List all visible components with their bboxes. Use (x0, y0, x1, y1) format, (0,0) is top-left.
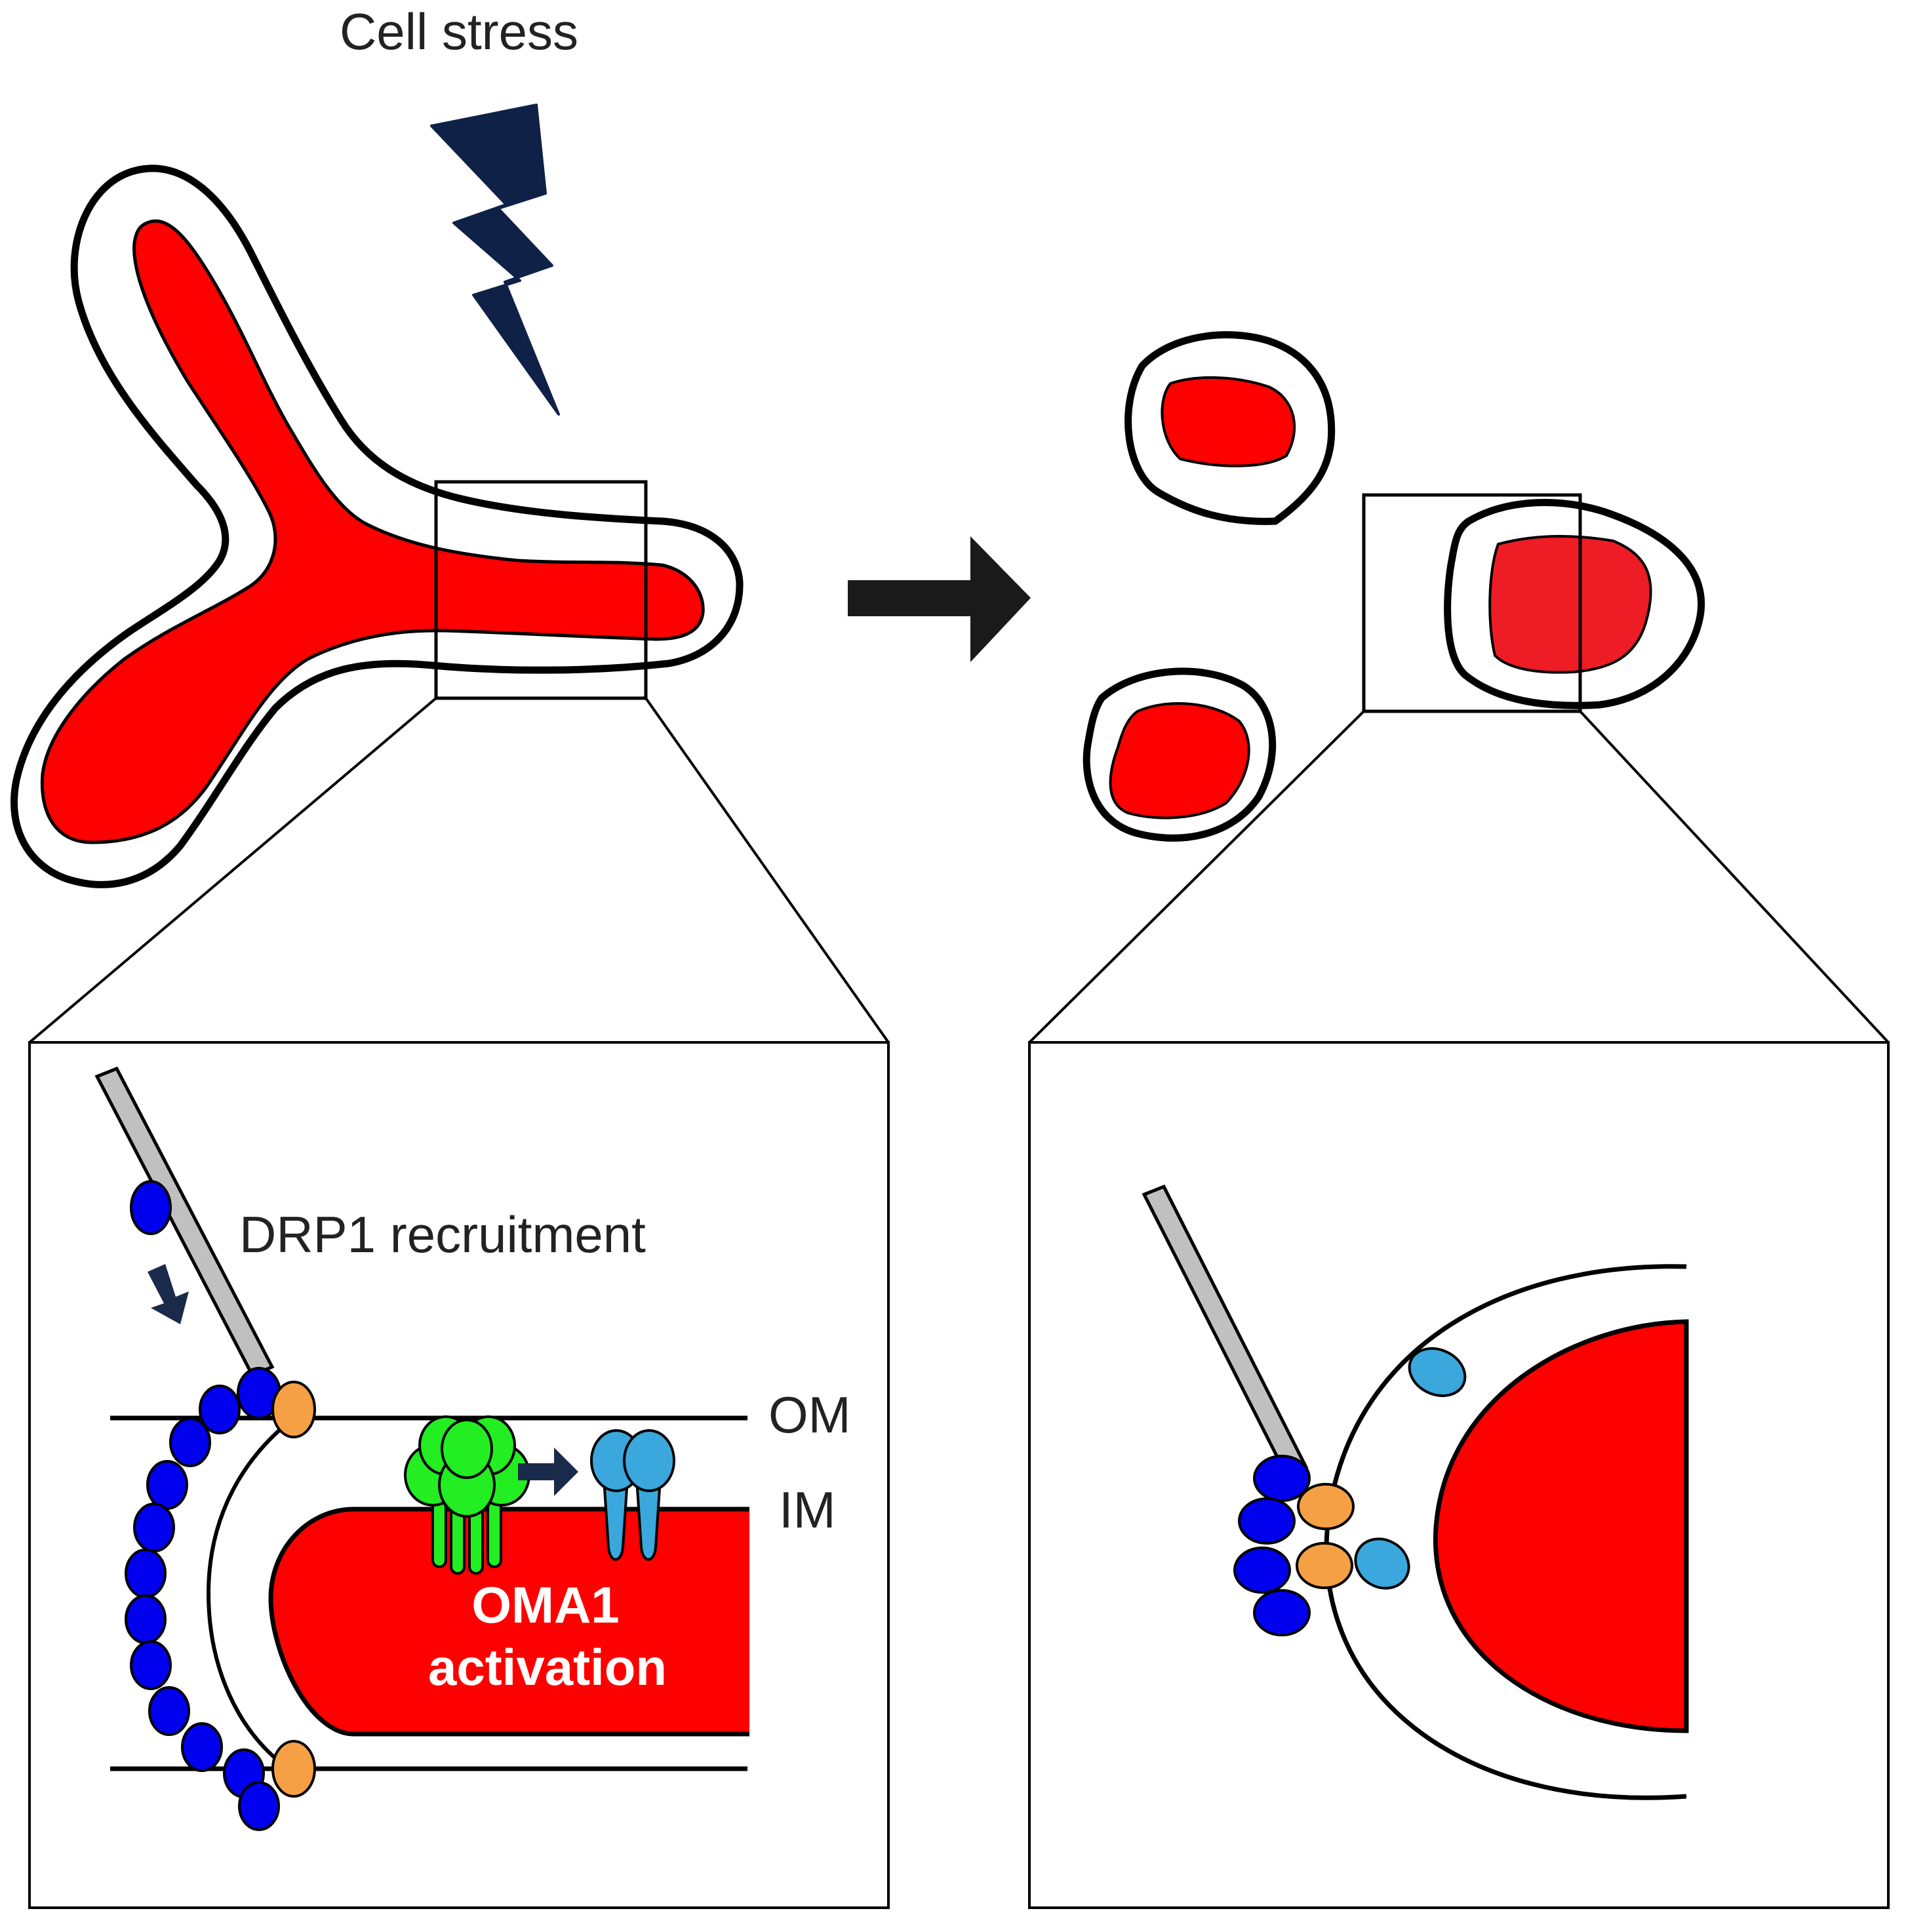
oma1-activation-label-line1: OMA1 (471, 1576, 619, 1634)
drp1-oligomer-unit (146, 1460, 188, 1510)
fragment-2-matrix (1109, 702, 1250, 819)
zoom-line-right-b (1579, 710, 1890, 1044)
oma1-cleaved-free (1354, 1537, 1410, 1590)
drp1-oligomer-unit (130, 1640, 172, 1690)
drp1-oligomer-unit (199, 1385, 241, 1434)
im-label: IM (779, 1481, 836, 1539)
drp1-cluster-unit (1253, 1455, 1311, 1502)
drp1-oligomer-unit (133, 1503, 175, 1552)
right-arrow-icon (848, 536, 1031, 662)
oma1-cleaved-free (1408, 1347, 1467, 1397)
zoom-line-right-a (1028, 710, 1365, 1044)
drp1-recruitment-label: DRP1 recruitment (239, 1206, 646, 1263)
drp1-cluster-unit (1238, 1497, 1296, 1545)
zoom-region-right (1362, 493, 1582, 713)
drp1-oligomer-unit (125, 1594, 167, 1644)
fragment-matrix-half (1433, 1319, 1689, 1733)
fragment-1-matrix (1161, 376, 1296, 467)
oma1-inactive-complex (404, 1415, 530, 1575)
detail-panel-left: DRP1 recruitment OM IM OMA1 activation (28, 1041, 890, 1909)
fragment-3-matrix (1488, 535, 1652, 674)
recruitment-arrow-icon (148, 1264, 189, 1324)
om-label: OM (768, 1386, 851, 1444)
oma1-active-pair (590, 1429, 675, 1561)
membrane-constriction-arc (206, 1416, 295, 1771)
activation-arrow-icon (518, 1448, 578, 1496)
adaptor-orange (271, 1740, 316, 1798)
drp1-oligomer-unit (169, 1417, 211, 1467)
drp1-oligomer-unit (125, 1548, 167, 1598)
drp1-cluster-unit (1233, 1547, 1291, 1594)
adaptor-orange (1296, 1542, 1353, 1589)
zoom-region-left (434, 480, 648, 700)
drp1-oligomer-unit (238, 1781, 280, 1831)
lightning-bolt-icon (430, 104, 560, 416)
im-matrix (268, 1507, 749, 1737)
fused-mitochondrion-matrix (40, 219, 705, 844)
adaptor-orange (271, 1381, 316, 1438)
drp1-oligomer-unit (181, 1722, 223, 1772)
zoom-line-left-a (28, 697, 437, 1044)
drp1-incoming (130, 1180, 172, 1235)
cell-stress-label: Cell stress (340, 3, 578, 60)
drp1-oligomer-unit (148, 1686, 190, 1736)
adaptor-orange (1297, 1483, 1355, 1530)
zoom-line-left-b (645, 697, 890, 1044)
detail-panel-right (1028, 1041, 1890, 1909)
oma1-activation-label-line2: activation (428, 1638, 667, 1696)
drp1-cluster-unit (1253, 1589, 1311, 1636)
er-tubule (94, 1066, 275, 1378)
